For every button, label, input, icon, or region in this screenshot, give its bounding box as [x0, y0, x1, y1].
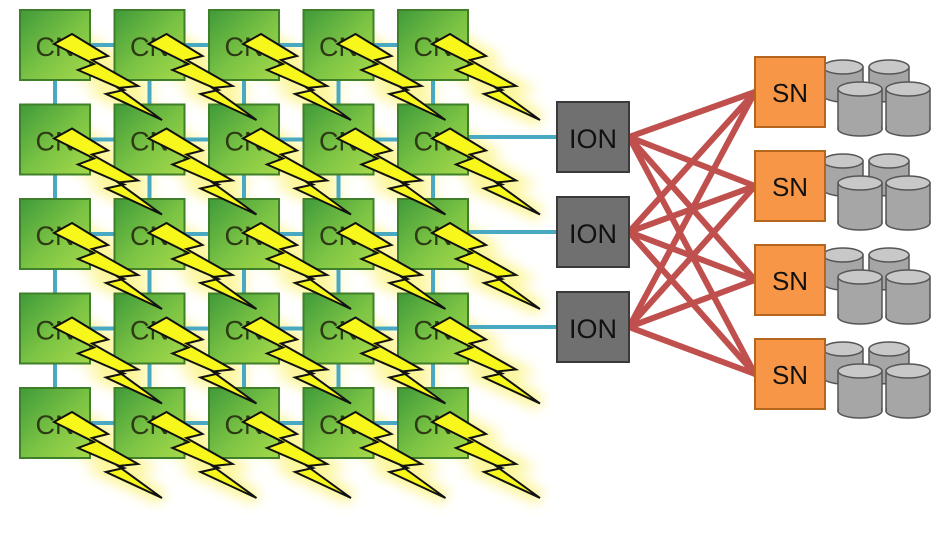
- storage-node-box: [754, 338, 826, 410]
- ion-sn-links: [626, 89, 758, 377]
- disk-top: [822, 153, 864, 169]
- lightning-bolt-icon: [335, 127, 447, 216]
- lightning-bolt-icon: [429, 316, 541, 405]
- lightning-bolt-icon: [51, 127, 163, 216]
- lightning-bolt-icon: [240, 127, 352, 216]
- lightning-bolt-icon: [240, 32, 352, 121]
- lightning-bolt-icon: [240, 410, 352, 499]
- storage-node-box: [754, 244, 826, 316]
- disk-top: [868, 341, 910, 357]
- lightning-bolt-icon: [146, 127, 258, 216]
- disk-top: [885, 363, 931, 379]
- disk-icon: [837, 81, 883, 137]
- lightning-bolt-icon: [51, 32, 163, 121]
- storage-node-box: [754, 56, 826, 128]
- ion-sn-link: [626, 89, 758, 330]
- lightning-bolt-icon: [51, 221, 163, 310]
- compute-node: CN: [19, 9, 91, 81]
- io-node-box: [556, 196, 630, 268]
- disk-icon: [885, 81, 931, 137]
- lightning-bolt-icon: [335, 316, 447, 405]
- disk-top: [885, 81, 931, 97]
- storage-node: SN: [754, 338, 826, 410]
- storage-node-box: [754, 150, 826, 222]
- io-node-box: [556, 101, 630, 173]
- disk-icon: [837, 269, 883, 325]
- lightning-bolt-icon: [51, 410, 163, 499]
- io-node: ION: [556, 196, 630, 268]
- io-node: ION: [556, 101, 630, 173]
- io-node: ION: [556, 291, 630, 363]
- lightning-bolt-icon: [146, 410, 258, 499]
- lightning-bolt-icon: [335, 410, 447, 499]
- disk-top: [885, 269, 931, 285]
- io-node-label: ION: [569, 124, 617, 154]
- disk-top: [868, 153, 910, 169]
- disk-top: [837, 363, 883, 379]
- disk-top: [837, 269, 883, 285]
- disk-top: [868, 59, 910, 75]
- disk-icon: [885, 269, 931, 325]
- disk-icon: [837, 175, 883, 231]
- storage-node-label: SN: [772, 266, 808, 296]
- lightning-bolt-icon: [240, 221, 352, 310]
- disk-arrays: [822, 59, 931, 419]
- disk-icon: [885, 363, 931, 419]
- disk-top: [885, 175, 931, 191]
- disk-top: [822, 341, 864, 357]
- disk-top: [868, 247, 910, 263]
- disk-top: [837, 175, 883, 191]
- lightning-bolt-icon: [429, 127, 541, 216]
- lightning-bolt-icon: [429, 32, 541, 121]
- lightning-bolt-icon: [429, 221, 541, 310]
- disk-icon: [837, 363, 883, 419]
- lightning-bolt-icon: [335, 32, 447, 121]
- storage-node-label: SN: [772, 172, 808, 202]
- io-node-box: [556, 291, 630, 363]
- lightning-bolt-icon: [335, 221, 447, 310]
- lightning-layer: [51, 32, 541, 499]
- lightning-bolt-icon: [51, 316, 163, 405]
- storage-node-label: SN: [772, 360, 808, 390]
- ion-sn-link: [626, 183, 758, 330]
- disk-top: [837, 81, 883, 97]
- lightning-bolt-icon: [429, 410, 541, 499]
- lightning-bolt-icon: [146, 32, 258, 121]
- disk-top: [822, 59, 864, 75]
- storage-node: SN: [754, 56, 826, 128]
- storage-node-label: SN: [772, 78, 808, 108]
- ion-sn-link: [626, 324, 758, 377]
- ion-sn-link: [626, 89, 758, 140]
- lightning-bolt-icon: [146, 316, 258, 405]
- storage-node: SN: [754, 150, 826, 222]
- ion-sn-link: [626, 89, 758, 235]
- disk-icon: [885, 175, 931, 231]
- io-node-label: ION: [569, 219, 617, 249]
- storage-node: SN: [754, 244, 826, 316]
- lightning-bolt-icon: [146, 221, 258, 310]
- io-node-label: ION: [569, 314, 617, 344]
- ion-sn-link: [626, 277, 758, 330]
- disk-top: [822, 247, 864, 263]
- lightning-bolt-icon: [240, 316, 352, 405]
